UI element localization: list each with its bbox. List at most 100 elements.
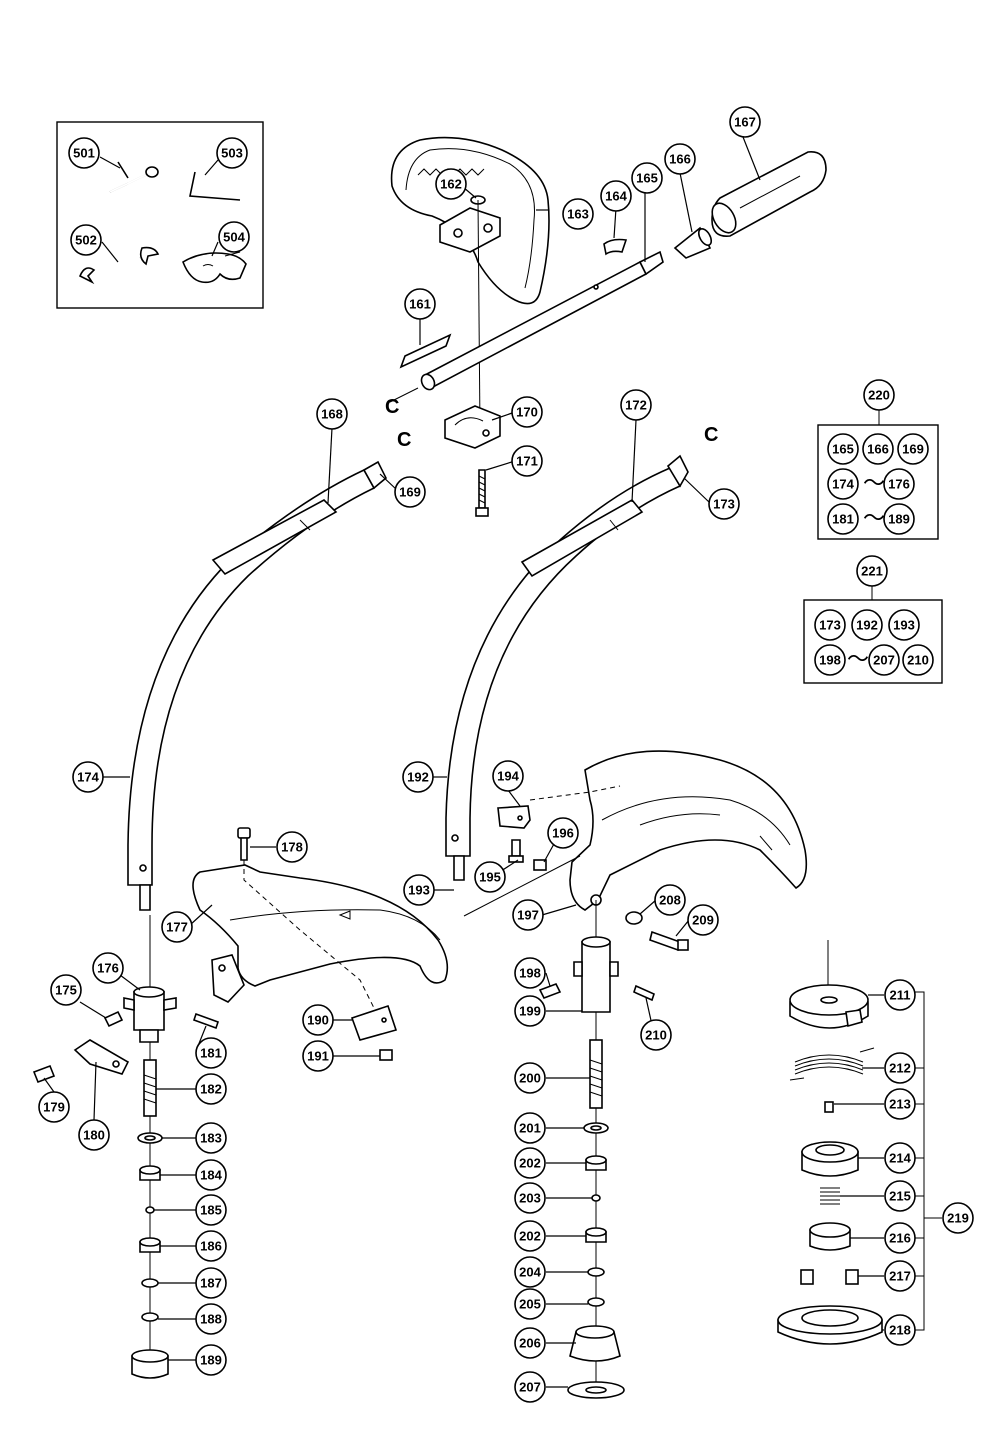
callout-171: 171: [511, 445, 543, 477]
svg-text:174: 174: [832, 477, 854, 492]
callout-200: 200: [514, 1062, 546, 1094]
callout-208: 208: [654, 884, 686, 916]
callout-186: 186: [195, 1230, 227, 1262]
svg-text:221: 221: [861, 564, 883, 579]
callout-218: 218: [884, 1314, 916, 1346]
callout-174: 174: [72, 761, 104, 793]
callout-182: 182: [195, 1073, 227, 1105]
callout-202: 202: [514, 1147, 546, 1179]
svg-text:179: 179: [43, 1100, 65, 1115]
callout-179: 179: [38, 1091, 70, 1123]
svg-text:163: 163: [567, 207, 589, 222]
hex-key-icon: [189, 171, 241, 201]
callout-213: 213: [884, 1088, 916, 1120]
connector-letter: C: [397, 429, 411, 451]
kit220-item: 189: [883, 503, 915, 535]
callout-192: 192: [402, 761, 434, 793]
svg-text:199: 199: [519, 1004, 541, 1019]
callout-203: 203: [514, 1182, 546, 1214]
callout-197: 197: [512, 899, 544, 931]
shaft-sleeve-168: [211, 499, 338, 576]
callout-209: 209: [687, 904, 719, 936]
svg-text:202: 202: [519, 1156, 541, 1171]
svg-text:174: 174: [77, 770, 99, 785]
svg-text:202: 202: [519, 1229, 541, 1244]
trimmer-head-assembly: [777, 940, 942, 1345]
callout-198: 198: [514, 957, 546, 989]
clamp-plate: [350, 1004, 398, 1041]
callout-199: 199: [514, 995, 546, 1027]
kit-220-box: [817, 410, 939, 540]
callout-221: 221: [856, 555, 888, 587]
svg-text:204: 204: [519, 1265, 541, 1280]
callout-162: 162: [435, 168, 467, 200]
svg-text:213: 213: [889, 1097, 911, 1112]
callout-161: 161: [404, 288, 436, 320]
svg-text:177: 177: [166, 920, 188, 935]
svg-text:191: 191: [307, 1049, 329, 1064]
svg-text:504: 504: [223, 230, 245, 245]
callout-201: 201: [514, 1112, 546, 1144]
left-guard-assembly: [192, 827, 449, 1061]
svg-text:502: 502: [75, 233, 97, 248]
left-guard: [192, 864, 449, 987]
svg-text:169: 169: [902, 442, 924, 457]
spanner-icon: [78, 246, 160, 285]
callout-164: 164: [600, 180, 632, 212]
lower-clamp: [444, 405, 501, 449]
callout-196: 196: [547, 817, 579, 849]
handle-assembly: [389, 136, 827, 517]
svg-text:218: 218: [889, 1323, 911, 1338]
callout-202-second: 202: [514, 1220, 546, 1252]
kit-221-box: [803, 585, 943, 684]
svg-text:192: 192: [856, 618, 878, 633]
callout-204: 204: [514, 1256, 546, 1288]
svg-text:189: 189: [888, 512, 910, 527]
svg-text:219: 219: [947, 1211, 969, 1226]
svg-text:164: 164: [605, 189, 627, 204]
callout-168: 168: [316, 398, 348, 430]
svg-text:184: 184: [200, 1168, 222, 1183]
svg-text:175: 175: [55, 983, 77, 998]
svg-text:186: 186: [200, 1239, 222, 1254]
callout-210: 210: [640, 1019, 672, 1051]
svg-text:194: 194: [497, 769, 519, 784]
svg-text:215: 215: [889, 1189, 911, 1204]
callout-183: 183: [195, 1122, 227, 1154]
svg-text:168: 168: [321, 407, 343, 422]
svg-text:201: 201: [519, 1121, 541, 1136]
svg-text:192: 192: [407, 770, 429, 785]
callout-180: 180: [78, 1119, 110, 1151]
callout-175: 175: [50, 974, 82, 1006]
svg-text:171: 171: [516, 454, 538, 469]
clamp-plate-180: [73, 1039, 130, 1075]
callout-193: 193: [403, 874, 435, 906]
svg-text:173: 173: [713, 497, 735, 512]
svg-text:198: 198: [519, 966, 541, 981]
callout-205: 205: [514, 1288, 546, 1320]
svg-text:162: 162: [440, 177, 462, 192]
kit221-item: 193: [888, 609, 920, 641]
label-sleeve: [399, 333, 452, 369]
right-gear-head: [538, 900, 655, 1399]
connector-letter: C: [385, 396, 399, 418]
svg-text:197: 197: [517, 908, 539, 923]
kit221-item: 173: [814, 609, 846, 641]
svg-text:209: 209: [692, 913, 714, 928]
callout-503: 503: [216, 137, 248, 169]
svg-text:178: 178: [281, 840, 303, 855]
svg-text:220: 220: [868, 388, 890, 403]
svg-text:190: 190: [307, 1013, 329, 1028]
svg-text:206: 206: [519, 1336, 541, 1351]
callout-191: 191: [302, 1040, 334, 1072]
leader-lines: [43, 136, 884, 1388]
box-wrench-icon: [109, 161, 159, 193]
range-symbol: ～: [863, 507, 885, 532]
svg-text:200: 200: [519, 1071, 541, 1086]
svg-text:169: 169: [399, 485, 421, 500]
svg-text:183: 183: [200, 1131, 222, 1146]
kit221-item: 198: [814, 644, 846, 676]
right-guard: [569, 750, 808, 911]
callout-163: 163: [562, 198, 594, 230]
